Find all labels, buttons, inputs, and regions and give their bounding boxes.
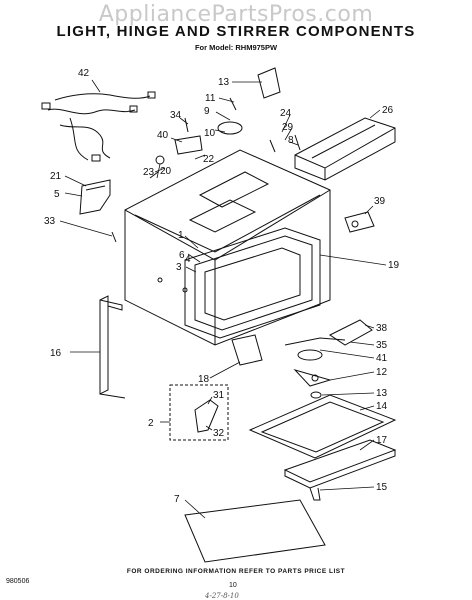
door-frame — [184, 227, 321, 339]
callout-17: 17 — [376, 435, 388, 446]
callout-3: 3 — [176, 262, 182, 273]
callout-10: 10 — [204, 128, 216, 139]
bracket — [79, 179, 111, 215]
handwritten-note: 4-27-8-10 — [205, 592, 239, 600]
small-parts — [111, 67, 301, 243]
page-number: 10 — [229, 582, 237, 589]
callout-19: 19 — [388, 260, 400, 271]
hinge — [194, 399, 219, 433]
callout-7: 7 — [174, 494, 180, 505]
callout-40: 40 — [157, 130, 169, 141]
callout-14: 14 — [376, 401, 388, 412]
callout-6: 6 — [179, 250, 185, 261]
callout-4: 4 — [185, 254, 191, 265]
callout-38: 38 — [376, 323, 388, 334]
vent-cover — [294, 117, 396, 181]
bottom-panel — [184, 499, 326, 563]
callout-16: 16 — [50, 348, 62, 359]
callout-13: 13 — [218, 77, 230, 88]
wire-harness — [41, 91, 156, 162]
callout-23: 23 — [143, 167, 155, 178]
stirrer-motor — [284, 319, 373, 361]
diagram-title: LIGHT, HINGE AND STIRRER COMPONENTS — [56, 23, 416, 40]
ordering-note: FOR ORDERING INFORMATION REFER TO PARTS … — [126, 568, 346, 575]
callout-20: 20 — [160, 166, 172, 177]
callout-39: 39 — [374, 196, 386, 207]
callout-9: 9 — [204, 106, 210, 117]
bottom-tray — [283, 439, 397, 489]
callout-34: 34 — [170, 110, 182, 121]
door-gasket — [99, 295, 126, 399]
stirrer-blade — [293, 369, 332, 399]
callout-41: 41 — [376, 353, 388, 364]
document-code: 980506 — [6, 578, 30, 585]
callout-11: 11 — [205, 93, 216, 104]
callout-33: 33 — [44, 216, 56, 227]
callout-2: 2 — [148, 418, 154, 429]
callout-35: 35 — [376, 340, 388, 351]
model-line: For Model: RHM975PW — [194, 43, 278, 52]
watermark: AppliancePartsPros.com — [98, 2, 374, 27]
callout-22: 22 — [203, 154, 215, 165]
callout-31: 31 — [213, 390, 225, 401]
callout-5: 5 — [54, 189, 60, 200]
callout-21: 21 — [50, 171, 62, 182]
foot — [309, 487, 321, 501]
callout-32: 32 — [213, 428, 225, 439]
callout-24: 24 — [280, 108, 292, 119]
leader-lines — [59, 79, 387, 519]
callout-12: 12 — [376, 367, 388, 378]
oven-cabinet — [124, 149, 331, 346]
access-panel — [231, 334, 263, 366]
callout-13-lower: 13 — [376, 388, 388, 399]
callout-26: 26 — [382, 105, 394, 116]
stirrer-cover — [248, 394, 397, 459]
callout-42: 42 — [78, 68, 90, 79]
callout-29: 29 — [282, 122, 294, 133]
callout-18: 18 — [198, 374, 210, 385]
callout-15: 15 — [376, 482, 388, 493]
callout-labels: 42 13 11 9 34 40 10 22 23 20 21 5 33 24 … — [44, 68, 400, 505]
light-socket — [344, 211, 375, 233]
callout-1: 1 — [178, 230, 184, 241]
hinge-assembly — [169, 384, 229, 441]
callout-8: 8 — [288, 135, 294, 146]
